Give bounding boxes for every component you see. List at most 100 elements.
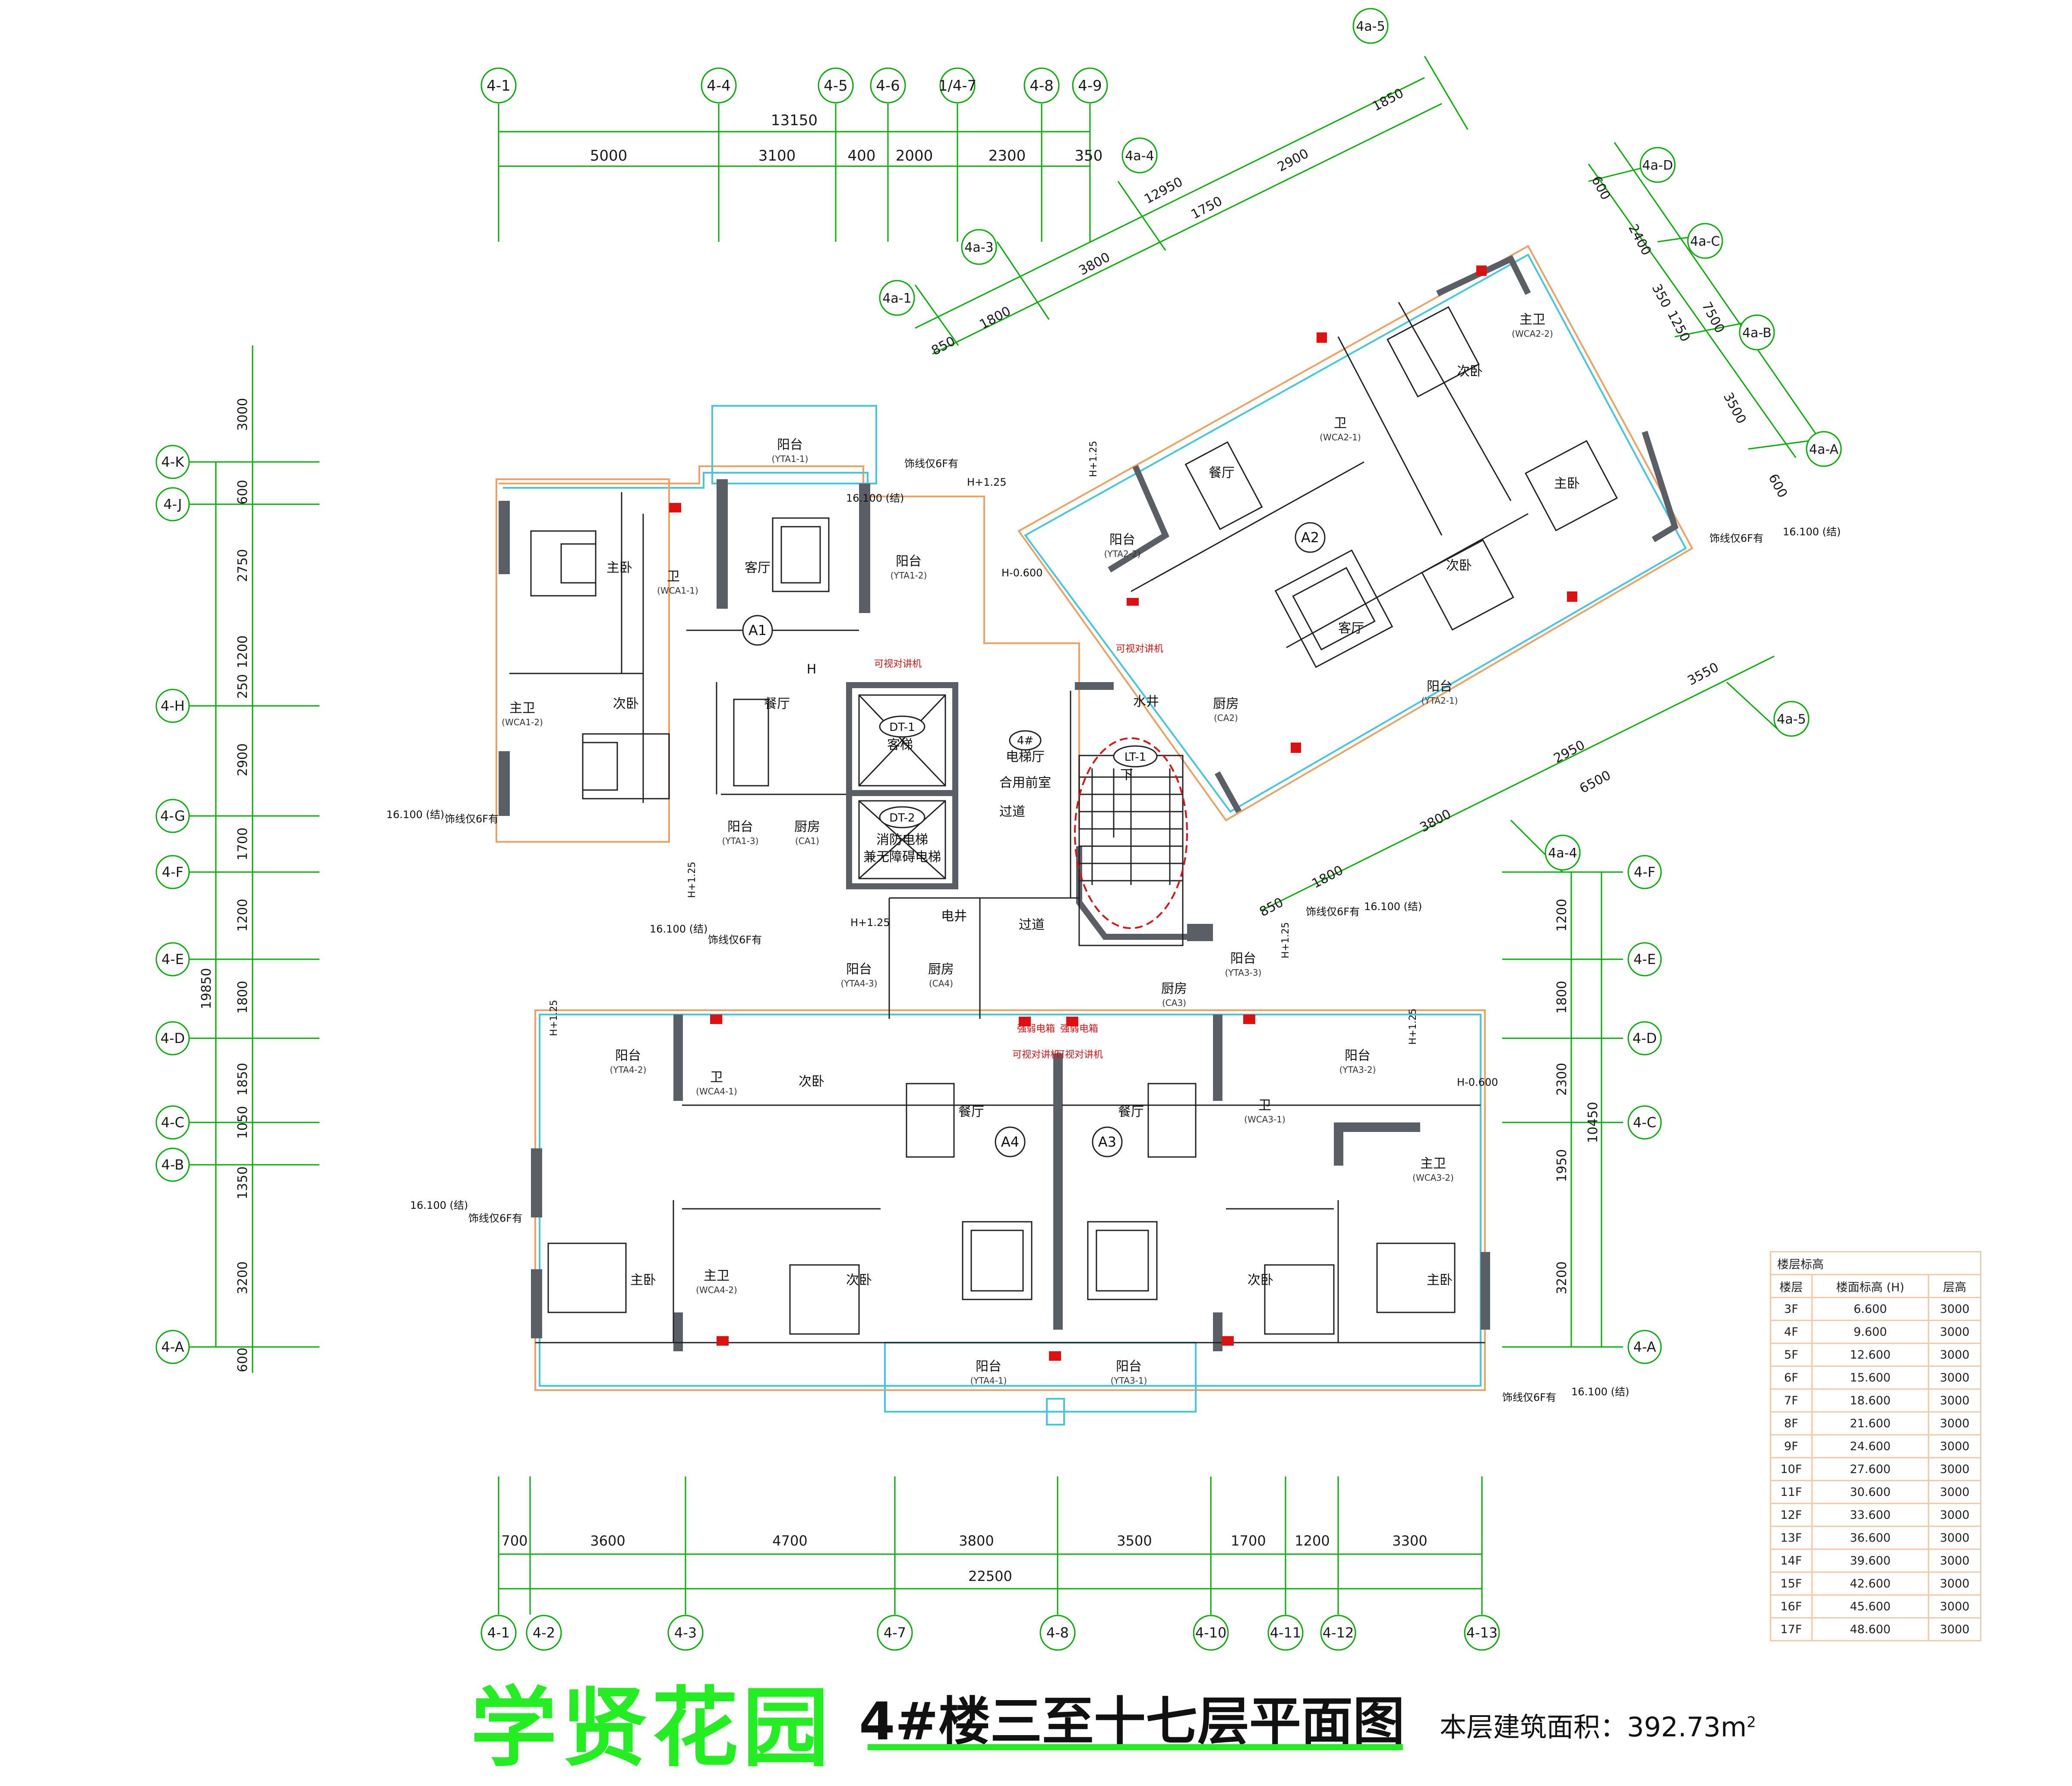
svg-text:A3: A3: [1098, 1134, 1116, 1150]
grid-label: 4-3: [674, 1625, 697, 1641]
svg-text:600: 600: [235, 480, 250, 504]
floor-area: 本层建筑面积：392.73m2: [1440, 1711, 1756, 1743]
table-cell: 3F: [1770, 1297, 1813, 1321]
table-cell: 42.600: [1811, 1571, 1930, 1596]
svg-text:H: H: [807, 662, 817, 677]
svg-text:16.100 (结): 16.100 (结): [386, 809, 444, 821]
svg-text:饰线仅6F有: 饰线仅6F有: [904, 458, 958, 470]
table-header-row: 楼层 楼面标高 (H) 层高: [1770, 1274, 1981, 1298]
table-cell: 30.600: [1811, 1480, 1930, 1504]
svg-text:强弱电箱: 强弱电箱: [1017, 1024, 1055, 1034]
grid-label: 4-1: [487, 1625, 510, 1641]
svg-text:4a-B: 4a-B: [1742, 326, 1772, 341]
svg-text:3200: 3200: [1554, 1261, 1570, 1294]
svg-text:阳台: 阳台: [846, 962, 872, 977]
grid-bubble-top: [480, 67, 517, 104]
table-cell: 9.600: [1811, 1320, 1930, 1344]
svg-text:(WCA4-2): (WCA4-2): [696, 1285, 737, 1295]
table-cell: 17F: [1770, 1617, 1813, 1641]
svg-text:消防电梯: 消防电梯: [876, 832, 928, 847]
title-underline: [868, 1744, 1403, 1750]
svg-text:1200: 1200: [1554, 899, 1570, 932]
svg-text:餐厅: 餐厅: [764, 696, 790, 711]
svg-text:1800: 1800: [235, 981, 250, 1014]
svg-text:A2: A2: [1301, 529, 1319, 546]
table-cell: 3000: [1928, 1617, 1981, 1641]
svg-text:客厅: 客厅: [745, 560, 771, 575]
svg-text:4a-5: 4a-5: [1356, 19, 1385, 34]
table-cell: 15F: [1770, 1571, 1813, 1596]
svg-text:厨房: 厨房: [1213, 696, 1239, 711]
svg-text:1950: 1950: [1554, 1149, 1570, 1182]
table-title: 楼层标高: [1770, 1251, 1981, 1275]
grid-label: 4-G: [160, 808, 185, 824]
svg-text:H+1.25: H+1.25: [967, 476, 1007, 488]
dim-text: 400: [848, 147, 876, 164]
svg-text:(YTA3-2): (YTA3-2): [1339, 1065, 1376, 1075]
svg-text:LT-1: LT-1: [1124, 751, 1146, 764]
svg-text:(WCA3-2): (WCA3-2): [1412, 1173, 1454, 1183]
svg-text:2750: 2750: [235, 549, 250, 582]
table-cell: 3000: [1928, 1571, 1981, 1596]
svg-text:次卧: 次卧: [799, 1074, 824, 1089]
project-title: 学贤花园: [471, 1678, 834, 1779]
svg-text:主卧: 主卧: [606, 560, 632, 575]
dim-text: 2000: [896, 147, 933, 164]
svg-text:下: 下: [1120, 768, 1133, 783]
table-cell: 18.600: [1811, 1388, 1930, 1413]
svg-text:(WCA4-1): (WCA4-1): [696, 1086, 737, 1097]
svg-text:4a-3: 4a-3: [964, 240, 993, 255]
svg-text:3200: 3200: [235, 1261, 250, 1294]
grid-label: 4-8: [1046, 1625, 1069, 1641]
svg-text:(CA2): (CA2): [1214, 713, 1238, 723]
grid-label: 1/4-7: [938, 77, 977, 95]
svg-text:(YTA1-2): (YTA1-2): [891, 570, 927, 581]
svg-text:1850: 1850: [235, 1063, 250, 1096]
table-cell: 3000: [1928, 1434, 1981, 1458]
svg-text:A4: A4: [1001, 1134, 1019, 1150]
table-header: 层高: [1928, 1274, 1981, 1298]
table-cell: 27.600: [1811, 1457, 1930, 1481]
grid-label: 4-H: [161, 698, 185, 714]
svg-text:合用前室: 合用前室: [999, 775, 1051, 790]
svg-text:兼无障碍电梯: 兼无障碍电梯: [863, 850, 941, 865]
table-cell: 6F: [1770, 1366, 1813, 1390]
svg-text:可视对讲机: 可视对讲机: [874, 659, 922, 670]
svg-text:(WCA2-2): (WCA2-2): [1512, 329, 1553, 339]
grid-label: 4-J: [163, 496, 182, 512]
grid-label: 4-A: [1633, 1339, 1656, 1355]
table-cell: 24.600: [1811, 1434, 1930, 1458]
table-cell: 11F: [1770, 1480, 1813, 1504]
svg-text:1200: 1200: [235, 899, 250, 932]
grid-label: 4-E: [161, 951, 184, 967]
svg-text:(WCA2-1): (WCA2-1): [1320, 432, 1361, 443]
svg-text:1350: 1350: [235, 1166, 250, 1199]
table-cell: 3000: [1928, 1594, 1981, 1618]
dim-text: 3100: [758, 147, 796, 164]
svg-text:4a-4: 4a-4: [1548, 846, 1577, 861]
table-cell: 6.600: [1811, 1297, 1930, 1321]
svg-text:4a-D: 4a-D: [1642, 158, 1673, 173]
svg-text:1700: 1700: [235, 828, 250, 860]
svg-text:3500: 3500: [1117, 1533, 1152, 1549]
dim-text: 2300: [989, 147, 1026, 164]
table-cell: 12F: [1770, 1503, 1813, 1527]
table-cell: 12.600: [1811, 1343, 1930, 1367]
table-cell: 21.600: [1811, 1411, 1930, 1435]
table-cell: 33.600: [1811, 1503, 1930, 1527]
grid-label: 4-7: [884, 1625, 906, 1641]
svg-text:主卧: 主卧: [1427, 1273, 1453, 1288]
svg-text:卫: 卫: [1258, 1098, 1271, 1113]
svg-text:卫: 卫: [1334, 416, 1347, 431]
svg-text:强弱电箱: 强弱电箱: [1060, 1024, 1098, 1034]
grid-label: 4-F: [162, 864, 183, 880]
svg-text:阳台: 阳台: [1230, 951, 1256, 966]
svg-text:(YTA4-3): (YTA4-3): [841, 978, 878, 989]
svg-text:(YTA3-3): (YTA3-3): [1225, 967, 1262, 978]
grid-label: 4-10: [1195, 1625, 1227, 1641]
